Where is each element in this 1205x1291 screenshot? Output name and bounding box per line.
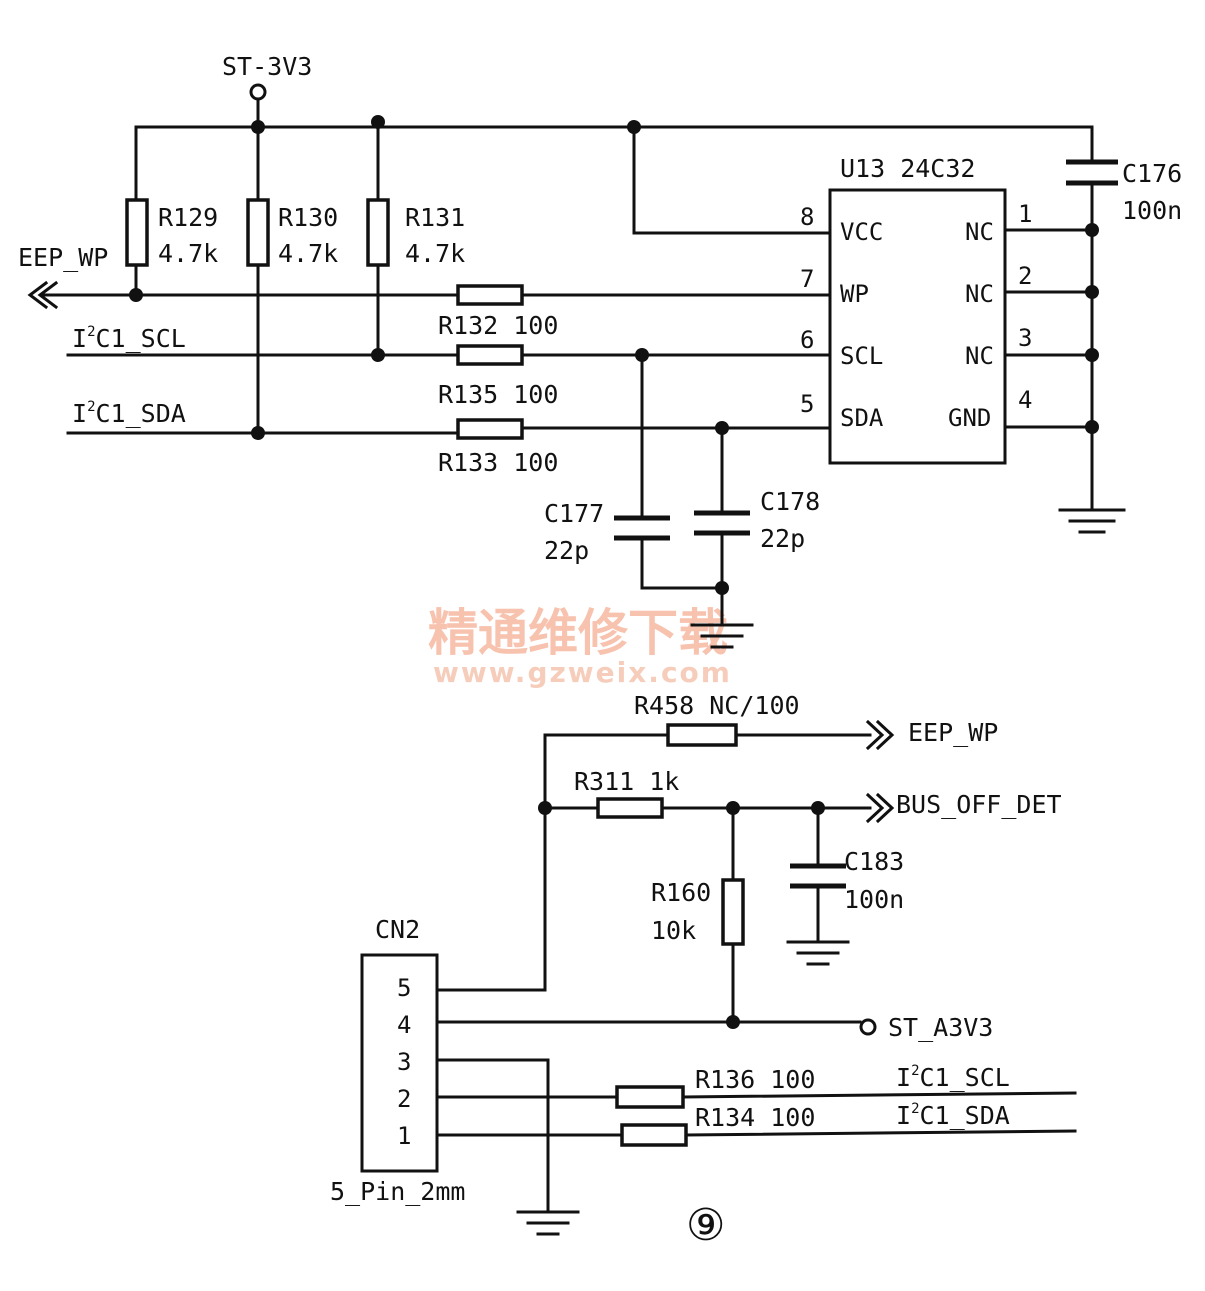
cn2-pin-num: 2: [397, 1085, 411, 1113]
ic-pin-name: NC: [965, 342, 994, 370]
ic-u13-body: [828, 188, 1007, 465]
connector-cn2-body: [360, 953, 439, 1173]
r160-value: 10k: [651, 916, 696, 945]
figure-number: ⑨: [686, 1200, 725, 1251]
resistor-r132: [456, 284, 524, 306]
resistor-r160: [721, 878, 745, 946]
r133-label: R133 100: [438, 448, 558, 477]
cn2-pin-num: 1: [397, 1122, 411, 1150]
ground-icon: [786, 940, 850, 966]
cn2-pin-num: 3: [397, 1048, 411, 1076]
capacitor-c177: [614, 515, 670, 541]
resistor-r134: [620, 1123, 688, 1147]
cn2-pin-num: 4: [397, 1011, 411, 1039]
c176-name: C176: [1122, 159, 1182, 188]
cn2-pin-num: 5: [397, 974, 411, 1002]
ic-pin-num: 2: [1018, 262, 1032, 290]
watermark-url: www.gzweix.com: [433, 656, 732, 689]
ic-pin-num: 7: [800, 265, 814, 293]
ic-pin-num: 8: [800, 203, 814, 231]
resistor-r131: [366, 198, 390, 267]
resistor-r133: [456, 418, 524, 440]
r130-value: 4.7k: [278, 239, 338, 268]
r458-label: R458 NC/100: [634, 691, 800, 720]
ic-pin-num: 4: [1018, 386, 1032, 414]
ground-icon: [690, 623, 754, 649]
ic-pin-num: 3: [1018, 324, 1032, 352]
c178-name: C178: [760, 487, 820, 516]
r160-name: R160: [651, 878, 711, 907]
r129-value: 4.7k: [158, 239, 218, 268]
ic-pin-num: 6: [800, 326, 814, 354]
resistor-r136: [615, 1085, 685, 1109]
st-a3v3-terminal-icon: [859, 1018, 877, 1036]
cn2-label: CN2: [375, 915, 420, 944]
st3v3-terminal-icon: [249, 83, 267, 101]
ic-pin-name: NC: [965, 280, 994, 308]
ic-pin-name: SDA: [840, 404, 884, 432]
i2c-scl-label-top: I2C1_SCL: [72, 324, 186, 353]
i2c-scl-label-bottom: I2C1_SCL: [896, 1063, 1010, 1092]
ic-pin-num: 1: [1018, 200, 1032, 228]
c177-value: 22p: [544, 536, 589, 565]
ic-pin-name: WP: [840, 280, 869, 308]
r129-name: R129: [158, 203, 218, 232]
capacitor-c178: [694, 510, 750, 536]
cn2-footprint: 5_Pin_2mm: [330, 1177, 465, 1206]
bus-off-det-label: BUS_OFF_DET: [896, 790, 1062, 819]
r134-label: R134 100: [695, 1103, 815, 1132]
eep-wp-out-arrow-icon: [865, 719, 895, 751]
watermark-chinese: 精通维修下载: [428, 604, 728, 662]
capacitor-c176: [1066, 159, 1118, 186]
resistor-r129: [125, 198, 149, 267]
junction-dots: [129, 115, 1099, 595]
eep-wp-label: EEP_WP: [18, 243, 108, 272]
r131-value: 4.7k: [405, 239, 465, 268]
r132-label: R132 100: [438, 311, 558, 340]
r311-label: R311 1k: [574, 767, 679, 796]
capacitor-c183: [790, 863, 846, 889]
c176-value: 100n: [1122, 196, 1182, 225]
resistor-r135: [456, 344, 524, 366]
c183-value: 100n: [844, 885, 904, 914]
bus-off-det-arrow-icon: [865, 792, 895, 824]
r131-name: R131: [405, 203, 465, 232]
ic-pin-num: 5: [800, 390, 814, 418]
ic-pin-name: GND: [948, 404, 991, 432]
st-a3v3-label: ST_A3V3: [888, 1013, 993, 1042]
i2c-sda-label-bottom: I2C1_SDA: [896, 1101, 1010, 1130]
ic-title: U13 24C32: [840, 154, 975, 183]
bottom-wires: [435, 733, 1077, 1214]
eep-wp-out-label: EEP_WP: [908, 718, 998, 747]
c177-name: C177: [544, 499, 604, 528]
ic-pin-name: NC: [965, 218, 994, 246]
r130-name: R130: [278, 203, 338, 232]
ground-icon: [516, 1210, 580, 1236]
r136-label: R136 100: [695, 1065, 815, 1094]
ic-pin-name: SCL: [840, 342, 883, 370]
st3v3-label: ST-3V3: [222, 52, 312, 81]
ground-icon: [1058, 508, 1126, 534]
resistor-r130: [246, 198, 270, 267]
c178-value: 22p: [760, 524, 805, 553]
i2c-sda-label-top: I2C1_SDA: [72, 399, 186, 428]
junction-dots: [538, 801, 825, 1029]
c183-name: C183: [844, 847, 904, 876]
resistor-r311: [596, 797, 664, 819]
eep-wp-arrow-icon: [27, 280, 59, 310]
resistor-r458: [666, 723, 738, 747]
r135-label: R135 100: [438, 380, 558, 409]
ic-pin-name: VCC: [840, 218, 883, 246]
